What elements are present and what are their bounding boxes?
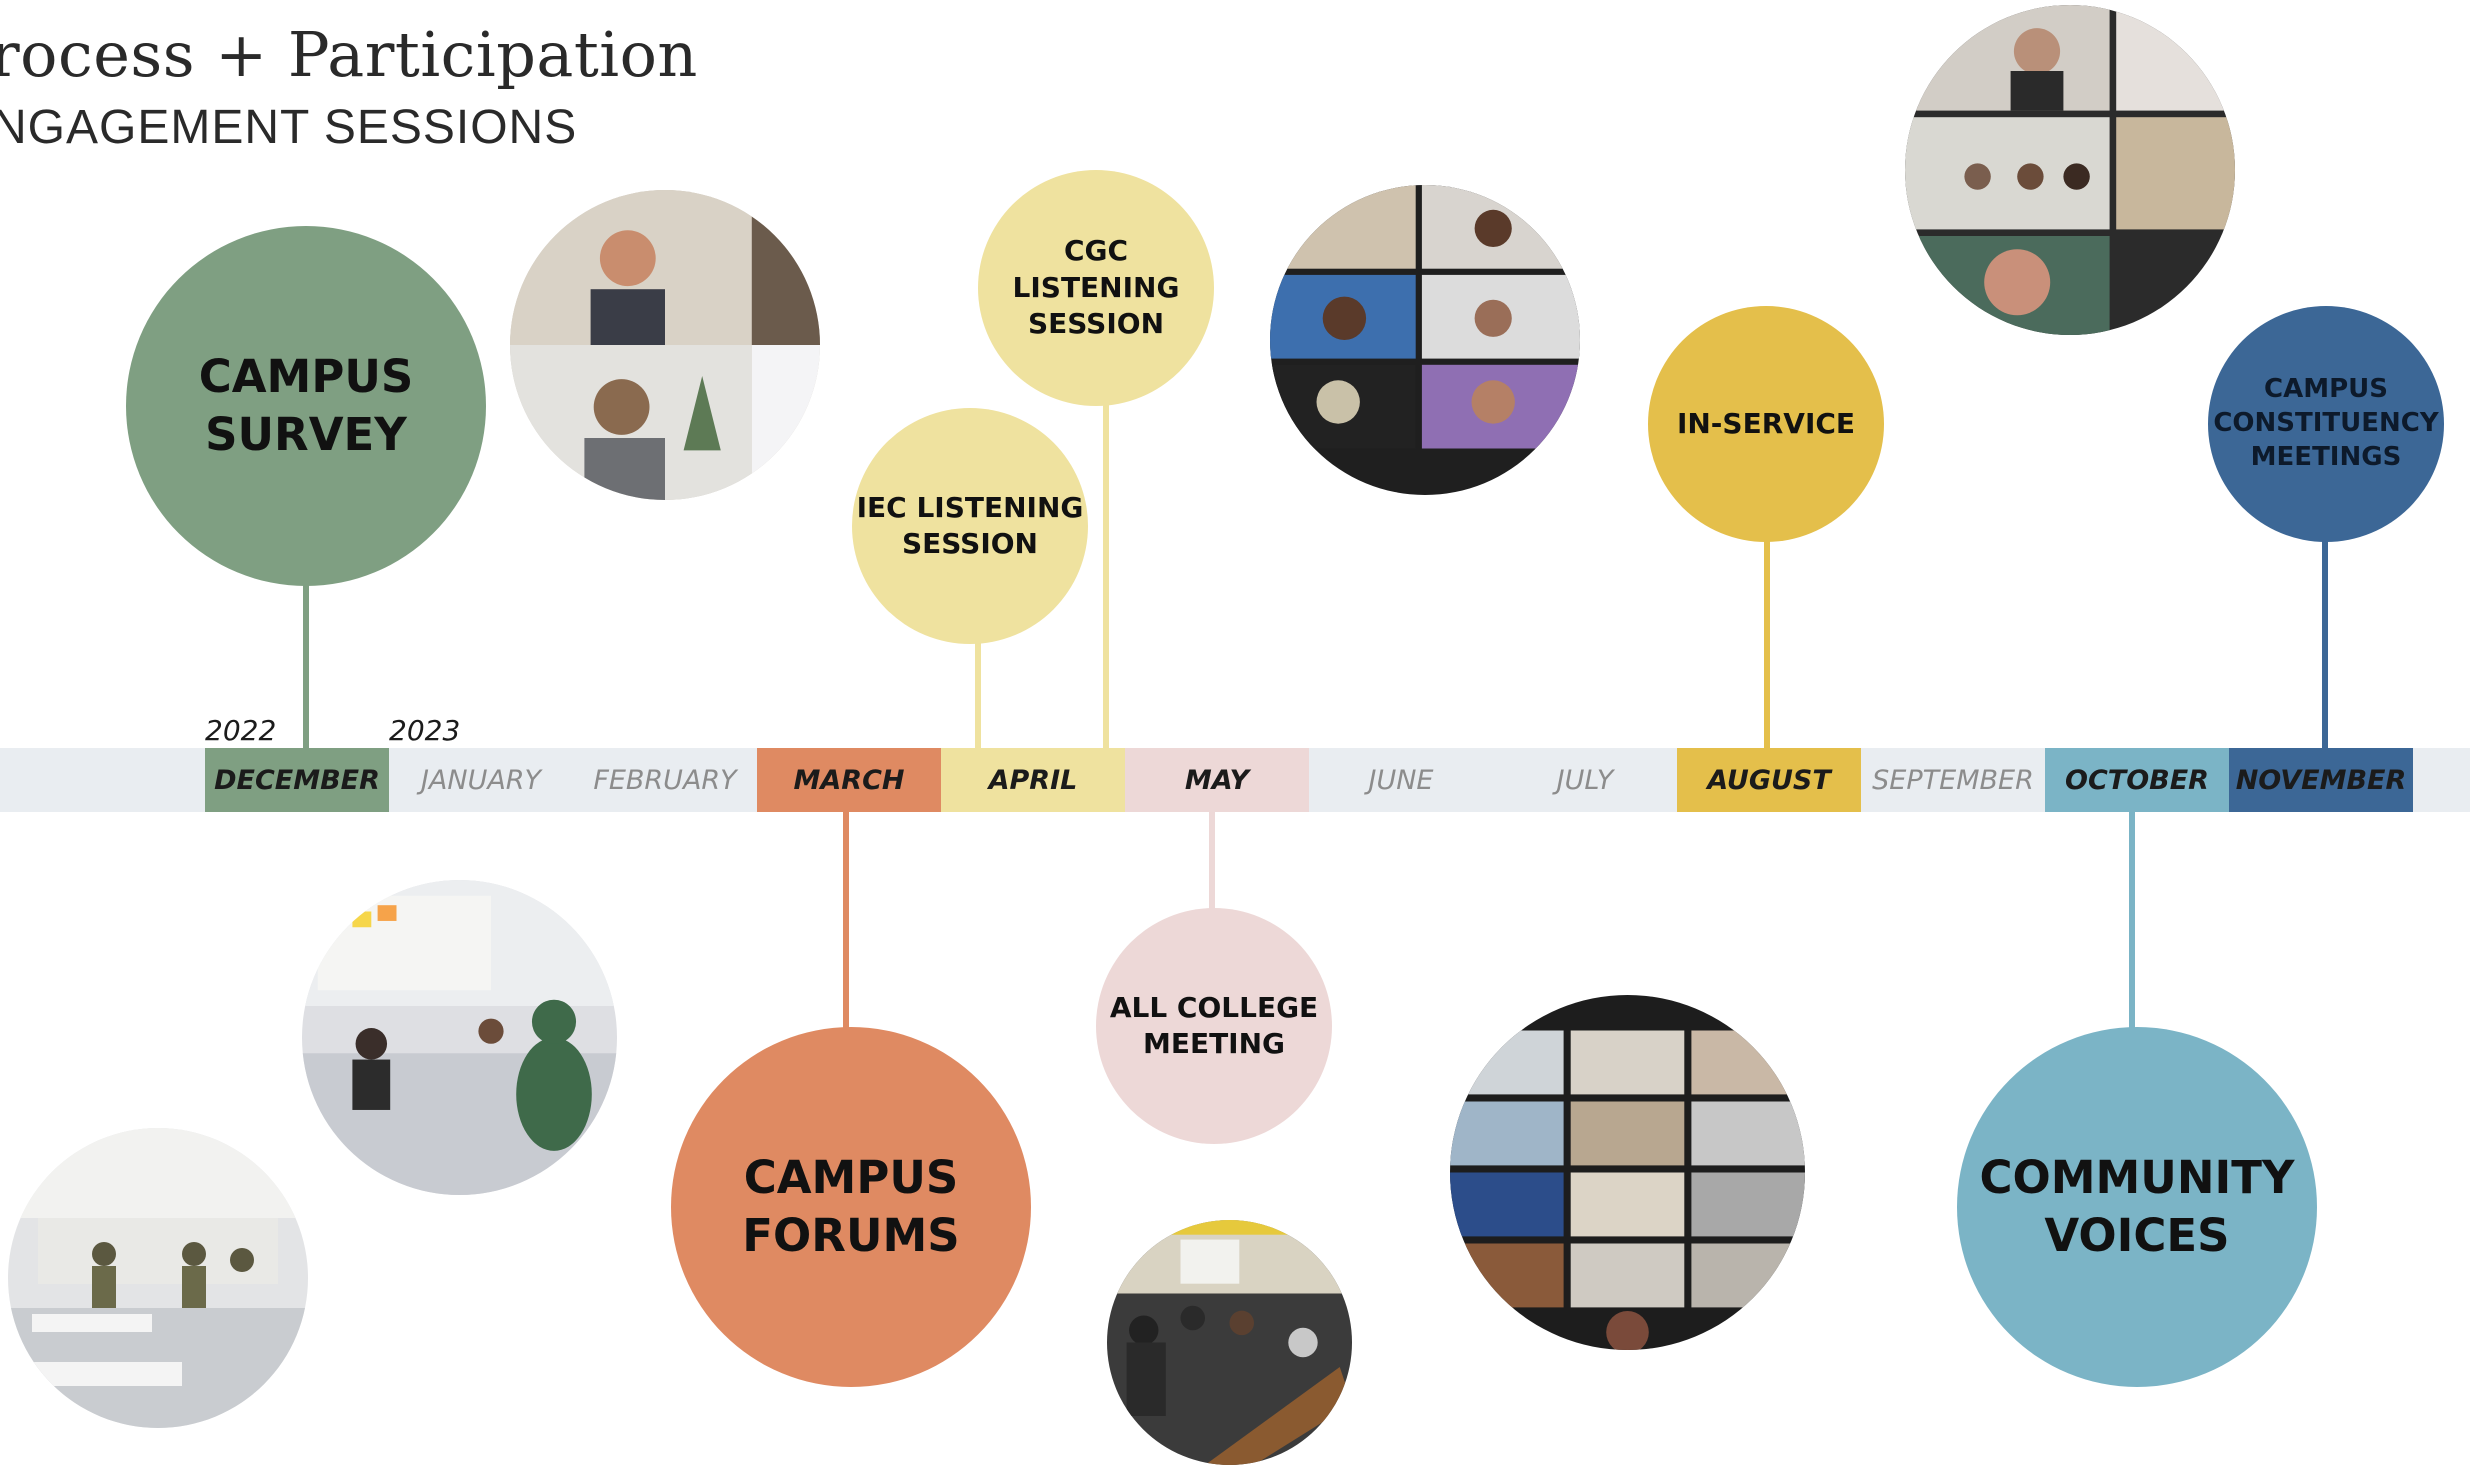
month-june: JUNE xyxy=(1368,764,1434,796)
campus-survey-circle: CAMPUS SURVEY xyxy=(126,226,486,586)
photo-military-classroom xyxy=(8,1128,308,1428)
photo-classroom-workshop xyxy=(302,880,617,1195)
month-july: JULY xyxy=(1556,764,1614,796)
stem-campus-forums xyxy=(843,810,849,1030)
stem-constituency xyxy=(2322,540,2328,750)
stem-iec xyxy=(975,640,981,750)
community-voices-circle: COMMUNITY VOICES xyxy=(1957,1027,2317,1387)
month-september: SEPTEMBER xyxy=(1872,764,2034,796)
month-december: DECEMBER xyxy=(205,748,389,812)
month-october: OCTOBER xyxy=(2045,748,2229,812)
in-service-circle: IN-SERVICE xyxy=(1648,306,1884,542)
stem-in-service xyxy=(1764,540,1770,750)
year-2022: 2022 xyxy=(205,714,277,747)
iec-listening-circle: IEC LISTENING SESSION xyxy=(852,408,1088,644)
stem-community-voices xyxy=(2129,810,2135,1030)
page-subtitle: NGAGEMENT SESSIONS xyxy=(0,101,578,154)
month-april: APRIL xyxy=(941,748,1125,812)
stem-all-college xyxy=(1209,810,1215,910)
photo-video-call-grid-topright xyxy=(1905,5,2235,335)
photo-video-call-grid-bottom xyxy=(1450,995,1805,1350)
cgc-listening-circle: CGC LISTENING SESSION xyxy=(978,170,1214,406)
year-2023: 2023 xyxy=(389,714,461,747)
month-november: NOVEMBER xyxy=(2229,748,2413,812)
photo-video-call-grid-top xyxy=(1270,185,1580,495)
all-college-meeting-circle: ALL COLLEGE MEETING xyxy=(1096,908,1332,1144)
month-august: AUGUST xyxy=(1677,748,1861,812)
campus-constituency-circle: CAMPUS CONSTITUENCY MEETINGS xyxy=(2208,306,2444,542)
campus-forums-circle: CAMPUS FORUMS xyxy=(671,1027,1031,1387)
stem-campus-survey xyxy=(303,585,309,750)
stem-cgc xyxy=(1103,405,1109,750)
photo-video-call-two-people xyxy=(510,190,820,500)
page-title: rocess + Participation xyxy=(0,18,698,91)
month-may: MAY xyxy=(1125,748,1309,812)
month-march: MARCH xyxy=(757,748,941,812)
month-february: FEBRUARY xyxy=(593,764,737,796)
month-january: JANUARY xyxy=(420,764,542,796)
photo-meeting-room-group xyxy=(1107,1220,1352,1465)
